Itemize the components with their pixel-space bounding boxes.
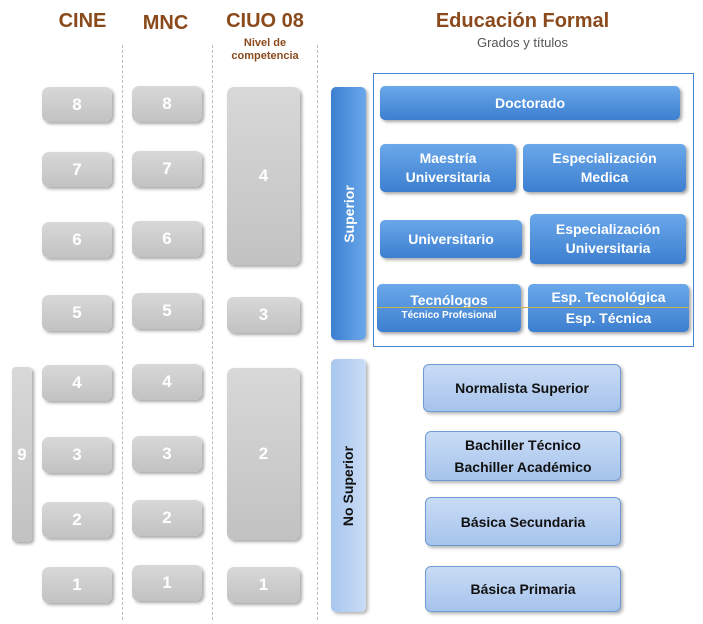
esp-tecnica-label: Esp. Técnica [565,310,652,326]
cine-level-7: 7 [42,152,112,187]
mnc-level-7: 7 [132,151,202,187]
basica-primaria-box: Básica Primaria [425,566,621,612]
especializacion-universitaria-box: Especialización Universitaria [530,214,686,264]
cine-level-2: 2 [42,502,112,538]
maestria-line2: Universitaria [405,169,491,185]
tecnologos-box: Tecnólogos Técnico Profesional [377,284,521,332]
edu-title: Educación Formal [435,10,610,32]
column-divider [212,45,213,620]
basica-secundaria-box: Básica Secundaria [425,497,621,546]
esp-tecnologica-tecnica-box: Esp. Tecnológica Esp. Técnica [528,284,689,332]
cine-header: CINE [58,10,107,32]
tecnologos-label: Tecnólogos [410,292,488,308]
espec-medica-line1: Especialización [552,150,657,166]
cine-level-1: 1 [42,567,112,603]
esp-tecnologica-label: Esp. Tecnológica [551,289,666,305]
mnc-level-3: 3 [132,436,202,472]
cine-level-4: 4 [42,365,112,401]
mnc-level-6: 6 [132,221,202,257]
maestria-line1: Maestría [419,150,477,166]
cine-level-6: 6 [42,222,112,258]
ciuo-level-3: 3 [227,297,300,333]
basica-primaria-label: Básica Primaria [470,581,576,597]
cine-level-9: 9 [12,367,32,542]
doctorado-label: Doctorado [495,94,565,111]
bachiller-tecnico-label: Bachiller Técnico [465,437,581,453]
column-divider [122,45,123,620]
especializacion-medica-box: Especialización Medica [523,144,686,192]
basica-secundaria-label: Básica Secundaria [460,513,586,530]
normalista-label: Normalista Superior [455,380,589,396]
espec-medica-line2: Medica [580,169,629,185]
ciuo-subheader: Nivel de competencia [231,37,299,62]
espec-universitaria-line2: Universitaria [565,240,651,256]
ciuo-level-2: 2 [227,368,300,540]
superior-frame [373,73,694,347]
bachiller-box: Bachiller Técnico Bachiller Académico [425,431,621,481]
superior-band: Superior [331,87,366,340]
bachiller-academico-label: Bachiller Académico [454,459,592,475]
edu-subtitle: Grados y títulos [476,35,569,50]
maestria-box: Maestría Universitaria [380,144,516,192]
mnc-level-4: 4 [132,364,202,400]
cine-level-3: 3 [42,437,112,473]
column-divider [317,45,318,620]
no-superior-band: No Superior [331,359,366,612]
ciuo-header: CIUO 08 [226,10,304,32]
cine-level-5: 5 [42,295,112,331]
ciuo-level-4: 4 [227,87,300,265]
doctorado-box: Doctorado [380,86,680,120]
divider-line [377,307,689,308]
mnc-header: MNC [142,12,189,34]
mnc-level-2: 2 [132,500,202,536]
mnc-level-5: 5 [132,293,202,329]
cine-level-8: 8 [42,87,112,122]
tecnico-profesional-label: Técnico Profesional [401,310,497,321]
mnc-level-1: 1 [132,565,202,601]
no-superior-label: No Superior [340,445,357,526]
universitario-label: Universitario [408,230,494,247]
superior-label: Superior [340,184,357,243]
espec-universitaria-line1: Especialización [555,221,661,237]
mnc-level-8: 8 [132,86,202,122]
universitario-box: Universitario [380,220,522,258]
ciuo-level-1: 1 [227,567,300,603]
normalista-superior-box: Normalista Superior [423,364,621,412]
